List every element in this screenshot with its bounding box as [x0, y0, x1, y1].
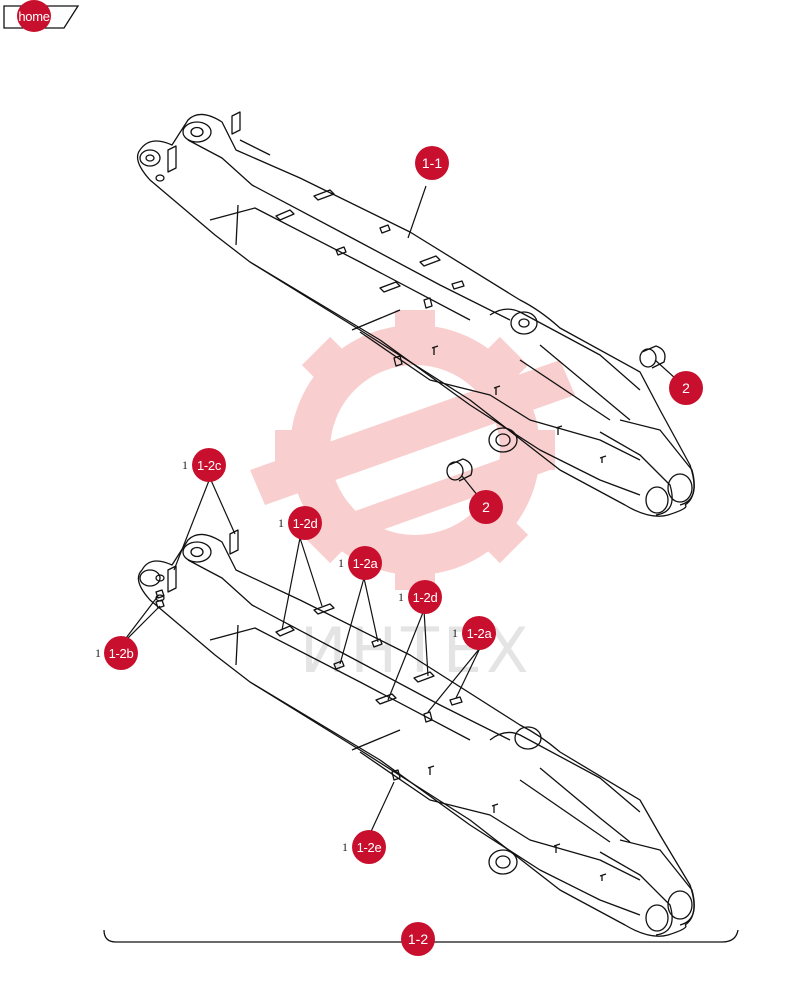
- callout-1-2a-a[interactable]: 1-2a: [348, 546, 382, 580]
- prefix-1-2a-a: 1: [338, 556, 344, 570]
- callout-2-bushing-top[interactable]: 2: [669, 371, 703, 405]
- prefix-1-2e: 1: [342, 840, 348, 854]
- callout-1-2d-b[interactable]: 1-2d: [408, 580, 442, 614]
- home-button[interactable]: home: [17, 0, 51, 32]
- boom-1-2-drawing: [137, 529, 695, 937]
- prefix-1-2d-a: 1: [278, 516, 284, 530]
- callout-1-2[interactable]: 1-2: [401, 922, 435, 956]
- assembly-bracket: [103, 929, 739, 943]
- watermark-text: ИНТЕХ: [300, 614, 533, 687]
- callout-2-bushing-mid[interactable]: 2: [469, 490, 503, 524]
- prefix-1-2b: 1: [95, 646, 101, 660]
- callout-1-2a-b[interactable]: 1-2a: [462, 616, 496, 650]
- callout-1-2e[interactable]: 1-2e: [352, 830, 386, 864]
- leader-lines: [119, 185, 687, 839]
- home-tab-outline: [3, 5, 80, 29]
- callout-1-2d-a[interactable]: 1-2d: [288, 506, 322, 540]
- watermark-gear-icon: [250, 310, 575, 590]
- callout-1-2c[interactable]: 1-2c: [192, 448, 226, 482]
- callout-1-2b[interactable]: 1-2b: [104, 636, 138, 670]
- prefix-1-2d-b: 1: [398, 590, 404, 604]
- prefix-1-2c: 1: [182, 458, 188, 472]
- callout-1-1[interactable]: 1-1: [415, 146, 449, 180]
- prefix-1-2a-b: 1: [452, 626, 458, 640]
